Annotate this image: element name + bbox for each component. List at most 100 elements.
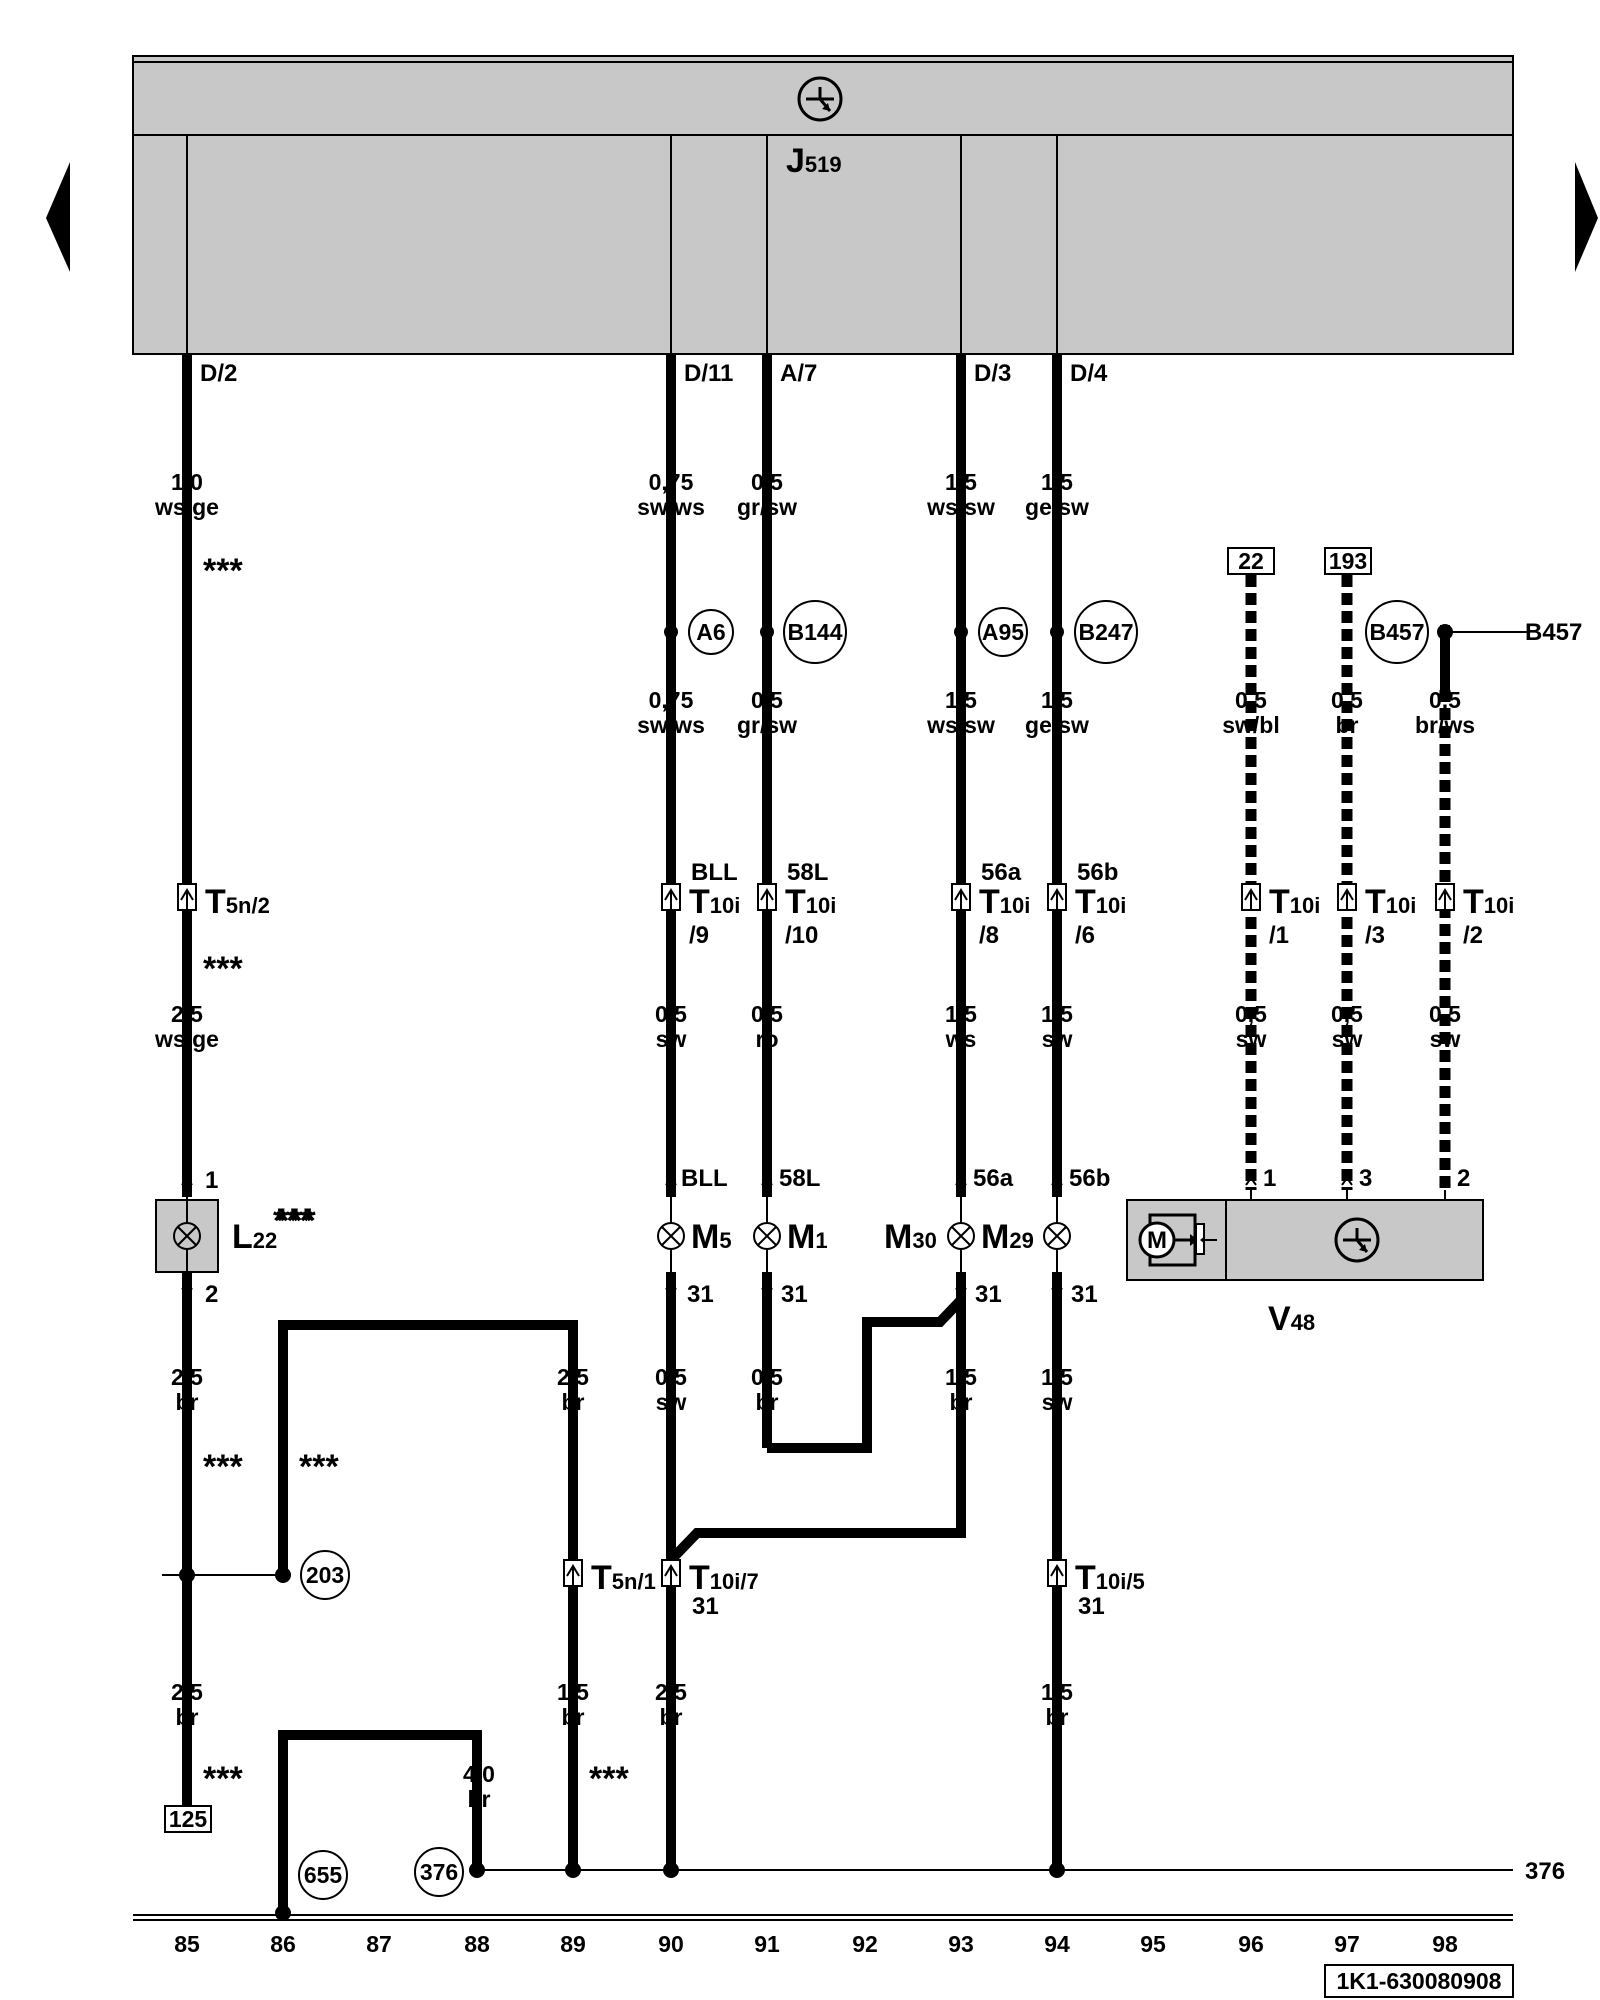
connector-t10i-label: T10i: [1269, 883, 1320, 921]
svg-text:1,5: 1,5: [945, 1364, 977, 1390]
svg-text:/9: /9: [689, 922, 709, 949]
svg-text:1,5: 1,5: [945, 469, 977, 495]
svg-text:br: br: [756, 1389, 779, 1415]
svg-text:M: M: [1147, 1227, 1167, 1254]
svg-text:ws/ge: ws/ge: [154, 1026, 219, 1052]
svg-text:31: 31: [781, 1281, 808, 1308]
svg-text:0,75: 0,75: [649, 687, 694, 713]
svg-text:0,5: 0,5: [1235, 687, 1267, 713]
svg-text:1,5: 1,5: [557, 1679, 589, 1705]
lamp-icon: [173, 1222, 201, 1250]
svg-text:sw/ws: sw/ws: [637, 494, 705, 520]
svg-text:***: ***: [589, 1760, 629, 1798]
dotted-wires: [1245, 575, 1451, 1190]
svg-text:58L: 58L: [779, 1165, 820, 1192]
svg-text:0,5: 0,5: [1331, 1001, 1363, 1027]
svg-text:1K1-630080908: 1K1-630080908: [1337, 1968, 1502, 1994]
svg-text:br: br: [176, 1704, 199, 1730]
bulb-m1-icon: [753, 1222, 781, 1250]
lamp-l22: 1 2 L22 ***: [155, 1167, 313, 1308]
svg-text:87: 87: [366, 1931, 392, 1957]
svg-text:BLL: BLL: [691, 859, 738, 886]
svg-text:86: 86: [270, 1931, 296, 1957]
svg-text:92: 92: [852, 1931, 878, 1957]
control-unit-j519: J519: [132, 55, 1514, 355]
svg-text:br: br: [1046, 1704, 1069, 1730]
svg-text:gr/sw: gr/sw: [737, 494, 797, 520]
column-numbers: 85 86 87 88 89 90 91 92 93 94 95 96 97 9…: [174, 1931, 1458, 1957]
svg-text:1: 1: [1263, 1165, 1276, 1192]
svg-text:376: 376: [420, 1859, 458, 1885]
svg-text:/2: /2: [1463, 922, 1483, 949]
connector-t10i-label: T10i: [689, 883, 740, 921]
svg-text:203: 203: [306, 1562, 344, 1588]
svg-text:0,5: 0,5: [1429, 1001, 1461, 1027]
svg-text:1,5: 1,5: [1041, 687, 1073, 713]
next-page-arrow[interactable]: [1575, 162, 1598, 272]
svg-text:3: 3: [1359, 1165, 1372, 1192]
lamp-l22-label: L22: [232, 1218, 277, 1256]
electronics-symbol-icon: [797, 76, 843, 122]
svg-text:***: ***: [299, 1448, 339, 1486]
svg-text:BLL: BLL: [681, 1165, 728, 1192]
svg-text:A/7: A/7: [780, 360, 817, 387]
connector-t10i-label: T10i: [1463, 883, 1514, 921]
connector-labels: T5n/2 T10i T10i T10i T10i T10i T10i T10i…: [205, 859, 1514, 1620]
connector-t5n2-label: T5n/2: [205, 883, 270, 921]
svg-text:br: br: [468, 1786, 491, 1812]
wire-labels: 1,0 ws/ge 0,75 sw/ws 0,5 gr/sw 1,5 ws/sw…: [154, 469, 1475, 1812]
svg-text:***: ***: [203, 552, 243, 590]
svg-text:br: br: [660, 1704, 683, 1730]
svg-text:M1: M1: [787, 1218, 828, 1256]
svg-text:***: ***: [276, 1202, 316, 1240]
svg-text:1,5: 1,5: [1041, 1364, 1073, 1390]
svg-text:B247: B247: [1079, 619, 1134, 645]
svg-text:sw/ws: sw/ws: [637, 712, 705, 738]
svg-text:0,5: 0,5: [1429, 687, 1461, 713]
svg-text:31: 31: [687, 1281, 714, 1308]
svg-text:sw: sw: [1042, 1389, 1073, 1415]
svg-text:2: 2: [1457, 1165, 1470, 1192]
svg-text:ws/ge: ws/ge: [154, 494, 219, 520]
svg-text:ws/sw: ws/sw: [926, 712, 995, 738]
svg-text:125: 125: [169, 1806, 208, 1832]
svg-text:31: 31: [975, 1281, 1002, 1308]
svg-text:85: 85: [174, 1931, 200, 1957]
bulb-labels: M5 M1 M30 M29 BLL 58L 56a 56b 31 31 31 3…: [681, 1165, 1110, 1308]
svg-text:0,5: 0,5: [751, 1364, 783, 1390]
svg-text:ws: ws: [945, 1026, 977, 1052]
svg-text:2,5: 2,5: [655, 1679, 687, 1705]
ref-b457-label: B457: [1525, 619, 1582, 646]
svg-text:1,5: 1,5: [1041, 1001, 1073, 1027]
connector-t10i5-label: T10i/5: [1075, 1559, 1145, 1597]
svg-text:D/4: D/4: [1070, 360, 1108, 387]
svg-text:D/11: D/11: [684, 360, 733, 387]
svg-text:1: 1: [205, 1167, 218, 1194]
svg-text:31: 31: [1078, 1593, 1105, 1620]
connector-t10i7-label: T10i/7: [689, 1559, 759, 1597]
svg-text:89: 89: [560, 1931, 586, 1957]
svg-text:/10: /10: [785, 922, 818, 949]
svg-text:58L: 58L: [787, 859, 828, 886]
svg-text:sw: sw: [1236, 1026, 1267, 1052]
svg-text:0,75: 0,75: [649, 469, 694, 495]
svg-text:sw: sw: [656, 1389, 687, 1415]
connector-t10i-label: T10i: [1075, 883, 1126, 921]
reference-boxes: 22 193 125: [164, 547, 1372, 1833]
svg-text:2,5: 2,5: [557, 1364, 589, 1390]
svg-text:0,5: 0,5: [751, 469, 783, 495]
connection-points: A6 B144 A95 B247 B457 203 655 376: [179, 600, 1453, 1921]
svg-text:97: 97: [1334, 1931, 1360, 1957]
previous-page-arrow[interactable]: [46, 162, 70, 272]
svg-text:D/3: D/3: [974, 360, 1011, 387]
svg-text:31: 31: [1071, 1281, 1098, 1308]
motor-v48: M 1 3 2 V48: [1126, 1165, 1484, 1338]
svg-text:ge/sw: ge/sw: [1025, 712, 1089, 738]
svg-text:2,5: 2,5: [171, 1001, 203, 1027]
svg-text:98: 98: [1432, 1931, 1458, 1957]
svg-text:88: 88: [464, 1931, 490, 1957]
svg-text:2,5: 2,5: [171, 1679, 203, 1705]
svg-text:2,5: 2,5: [171, 1364, 203, 1390]
bulb-m29-icon: [1043, 1222, 1071, 1250]
